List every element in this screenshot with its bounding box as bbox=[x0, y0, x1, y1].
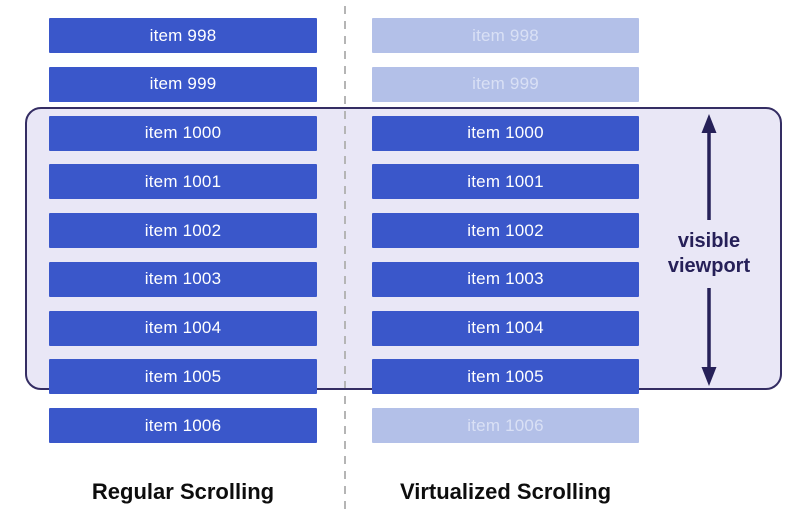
list-item: item 1000 bbox=[372, 115, 639, 151]
regular-scrolling-item-list: item 998 item 999 item 1000 item 1001 item 1… bbox=[49, 18, 317, 443]
viewport-label: visible viewport bbox=[667, 230, 751, 277]
list-item-label: item 998 bbox=[472, 25, 539, 45]
right-column-title: Virtualized Scrolling bbox=[399, 479, 612, 504]
column-divider-dashed-line bbox=[344, 6, 346, 510]
list-item-label: item 1004 bbox=[467, 318, 544, 337]
left-column-title: Regular Scrolling bbox=[91, 479, 275, 504]
list-item-label: item 1001 bbox=[144, 171, 222, 191]
list-item-label: item 1004 bbox=[144, 318, 222, 337]
list-item: item 1003 bbox=[372, 261, 639, 297]
list-item: item 999 bbox=[49, 66, 317, 102]
list-item: item 1002 bbox=[372, 213, 639, 248]
list-item-label: item 1003 bbox=[467, 269, 544, 289]
list-item: item 998 bbox=[372, 18, 639, 53]
list-item-label: item 999 bbox=[149, 74, 217, 94]
list-item: item 1003 bbox=[49, 261, 317, 297]
list-item: item 1006 bbox=[372, 408, 639, 443]
list-item: item 1006 bbox=[49, 408, 317, 443]
list-item: item 1000 bbox=[49, 115, 317, 151]
list-item-label: item 1006 bbox=[467, 415, 544, 435]
list-item-label: item 1000 bbox=[467, 123, 544, 142]
list-item-label: item 999 bbox=[472, 74, 539, 94]
list-item-label: item 998 bbox=[149, 25, 217, 45]
list-item-label: item 1006 bbox=[144, 415, 222, 435]
list-item-label: item 1005 bbox=[467, 366, 544, 386]
list-item: item 1004 bbox=[49, 310, 317, 346]
list-item: item 1005 bbox=[372, 359, 639, 395]
list-item-label: item 1002 bbox=[144, 220, 222, 240]
list-item: item 1001 bbox=[49, 164, 317, 200]
list-item-label: item 1002 bbox=[467, 220, 544, 240]
list-item-label: item 1003 bbox=[144, 269, 222, 289]
list-item: item 998 bbox=[49, 18, 317, 53]
list-item-label: item 1000 bbox=[144, 123, 222, 142]
list-item-label: item 1001 bbox=[467, 171, 544, 191]
list-item: item 999 bbox=[372, 66, 639, 102]
list-item-label: item 1005 bbox=[144, 366, 222, 386]
list-item: item 1002 bbox=[49, 213, 317, 248]
list-item: item 1005 bbox=[49, 359, 317, 395]
list-item: item 1001 bbox=[372, 164, 639, 200]
virtualized-scrolling-item-list: item 998 item 999 item 1000 item 1001 item 1… bbox=[372, 18, 639, 443]
list-item: item 1004 bbox=[372, 310, 639, 346]
